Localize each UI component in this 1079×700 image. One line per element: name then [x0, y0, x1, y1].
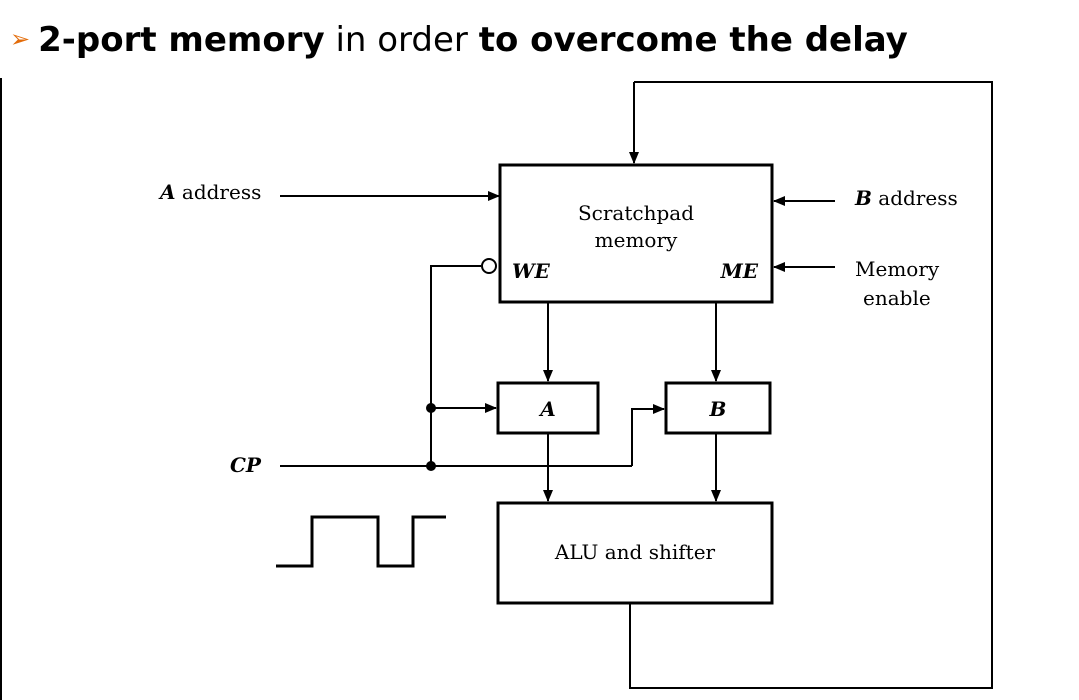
register-a-label: A: [538, 397, 556, 421]
alu-shifter-block: [496, 501, 774, 605]
left-border-line: [0, 78, 2, 700]
we-label: WE: [512, 259, 550, 283]
alu-shifter-label: ALU and shifter: [554, 540, 716, 564]
register-b-label: B: [709, 397, 727, 421]
junction-dot-upper: [426, 403, 436, 413]
feedback-path: [629, 81, 993, 689]
memory-enable-label-line1: Memory: [855, 257, 940, 281]
me-label: ME: [720, 259, 759, 283]
we-inversion-bubble: [481, 258, 497, 274]
b-address-label: B address: [854, 186, 958, 210]
title-bold-1: 2-port memory: [38, 20, 325, 60]
scratchpad-label-line2: memory: [595, 228, 678, 252]
memory-enable-label-line2: enable: [863, 286, 931, 310]
slide-title: ➢2-port memory in order to overcome the …: [10, 20, 908, 61]
clock-waveform: [276, 515, 446, 568]
arrow-bullet-icon: ➢: [10, 25, 31, 53]
title-normal: in order: [324, 20, 479, 60]
cp-label: CP: [230, 453, 262, 477]
scratchpad-memory-block: [498, 163, 774, 304]
register-b-block: [664, 381, 772, 435]
cp-to-we-path: [430, 265, 481, 466]
junction-dot-lower: [426, 461, 436, 471]
scratchpad-label-line1: Scratchpad: [578, 201, 694, 225]
a-address-label: A address: [158, 180, 261, 204]
title-bold-2: to overcome the delay: [478, 20, 908, 60]
cp-to-b-path: [631, 404, 665, 466]
